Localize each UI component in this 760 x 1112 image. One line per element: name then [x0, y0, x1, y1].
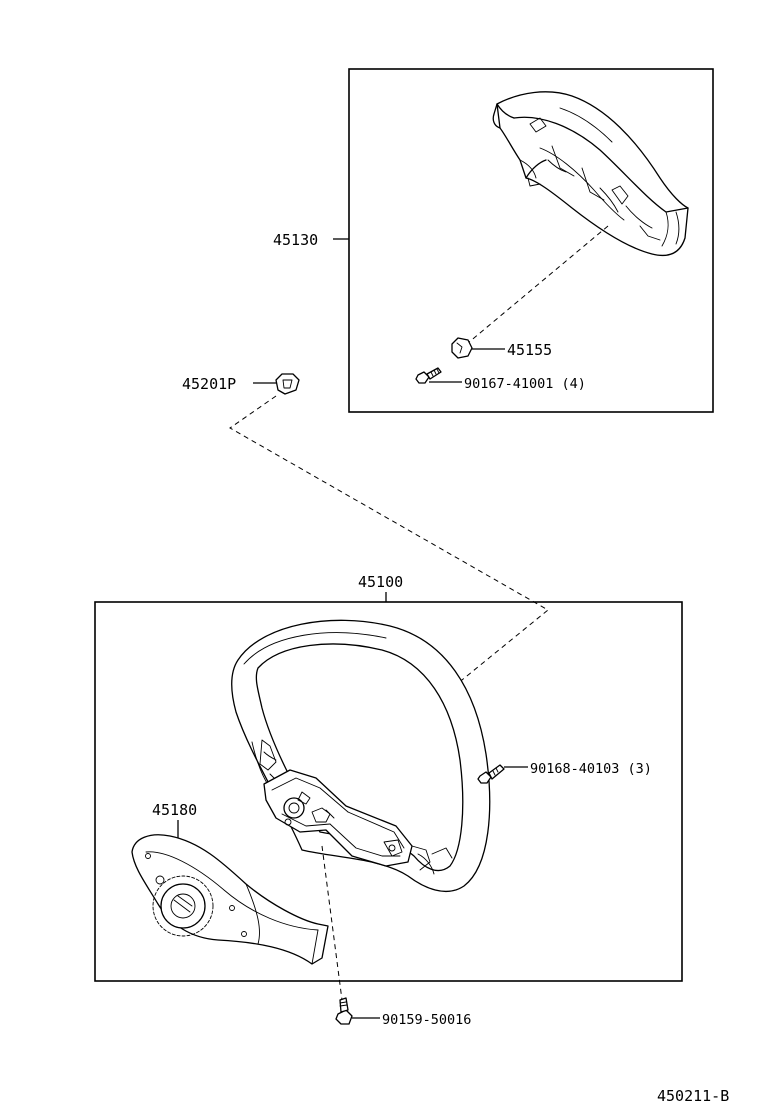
pad-part-number: 45130	[273, 231, 318, 249]
steering-wheel-drawing	[231, 619, 491, 893]
steering-nut-drawing	[275, 373, 300, 395]
wheel-part-number: 45100	[358, 573, 403, 591]
pad-screw-drawing	[415, 367, 462, 384]
pad-nut-drawing	[451, 337, 505, 359]
pad-assembly-frame	[348, 68, 714, 413]
cover-part-number: 45180	[152, 801, 197, 819]
steering-pad-drawing	[492, 91, 689, 257]
wheel-screw-drawing	[477, 764, 528, 784]
drawing-number: 450211-B	[657, 1087, 729, 1105]
cover-screw-part-number: 90159-50016	[382, 1012, 471, 1028]
pad-nut-part-number: 45155	[507, 341, 552, 359]
lower-cover-drawing	[131, 834, 329, 965]
pad-screw-part-number: 90167-41001 (4)	[464, 376, 586, 392]
cover-screw-drawing	[335, 997, 380, 1025]
cover-hub-drawing	[152, 875, 214, 937]
wheel-screw-part-number: 90168-40103 (3)	[530, 761, 652, 777]
steering-nut-part-number: 45201P	[182, 375, 236, 393]
wheel-assembly-frame	[94, 601, 683, 982]
